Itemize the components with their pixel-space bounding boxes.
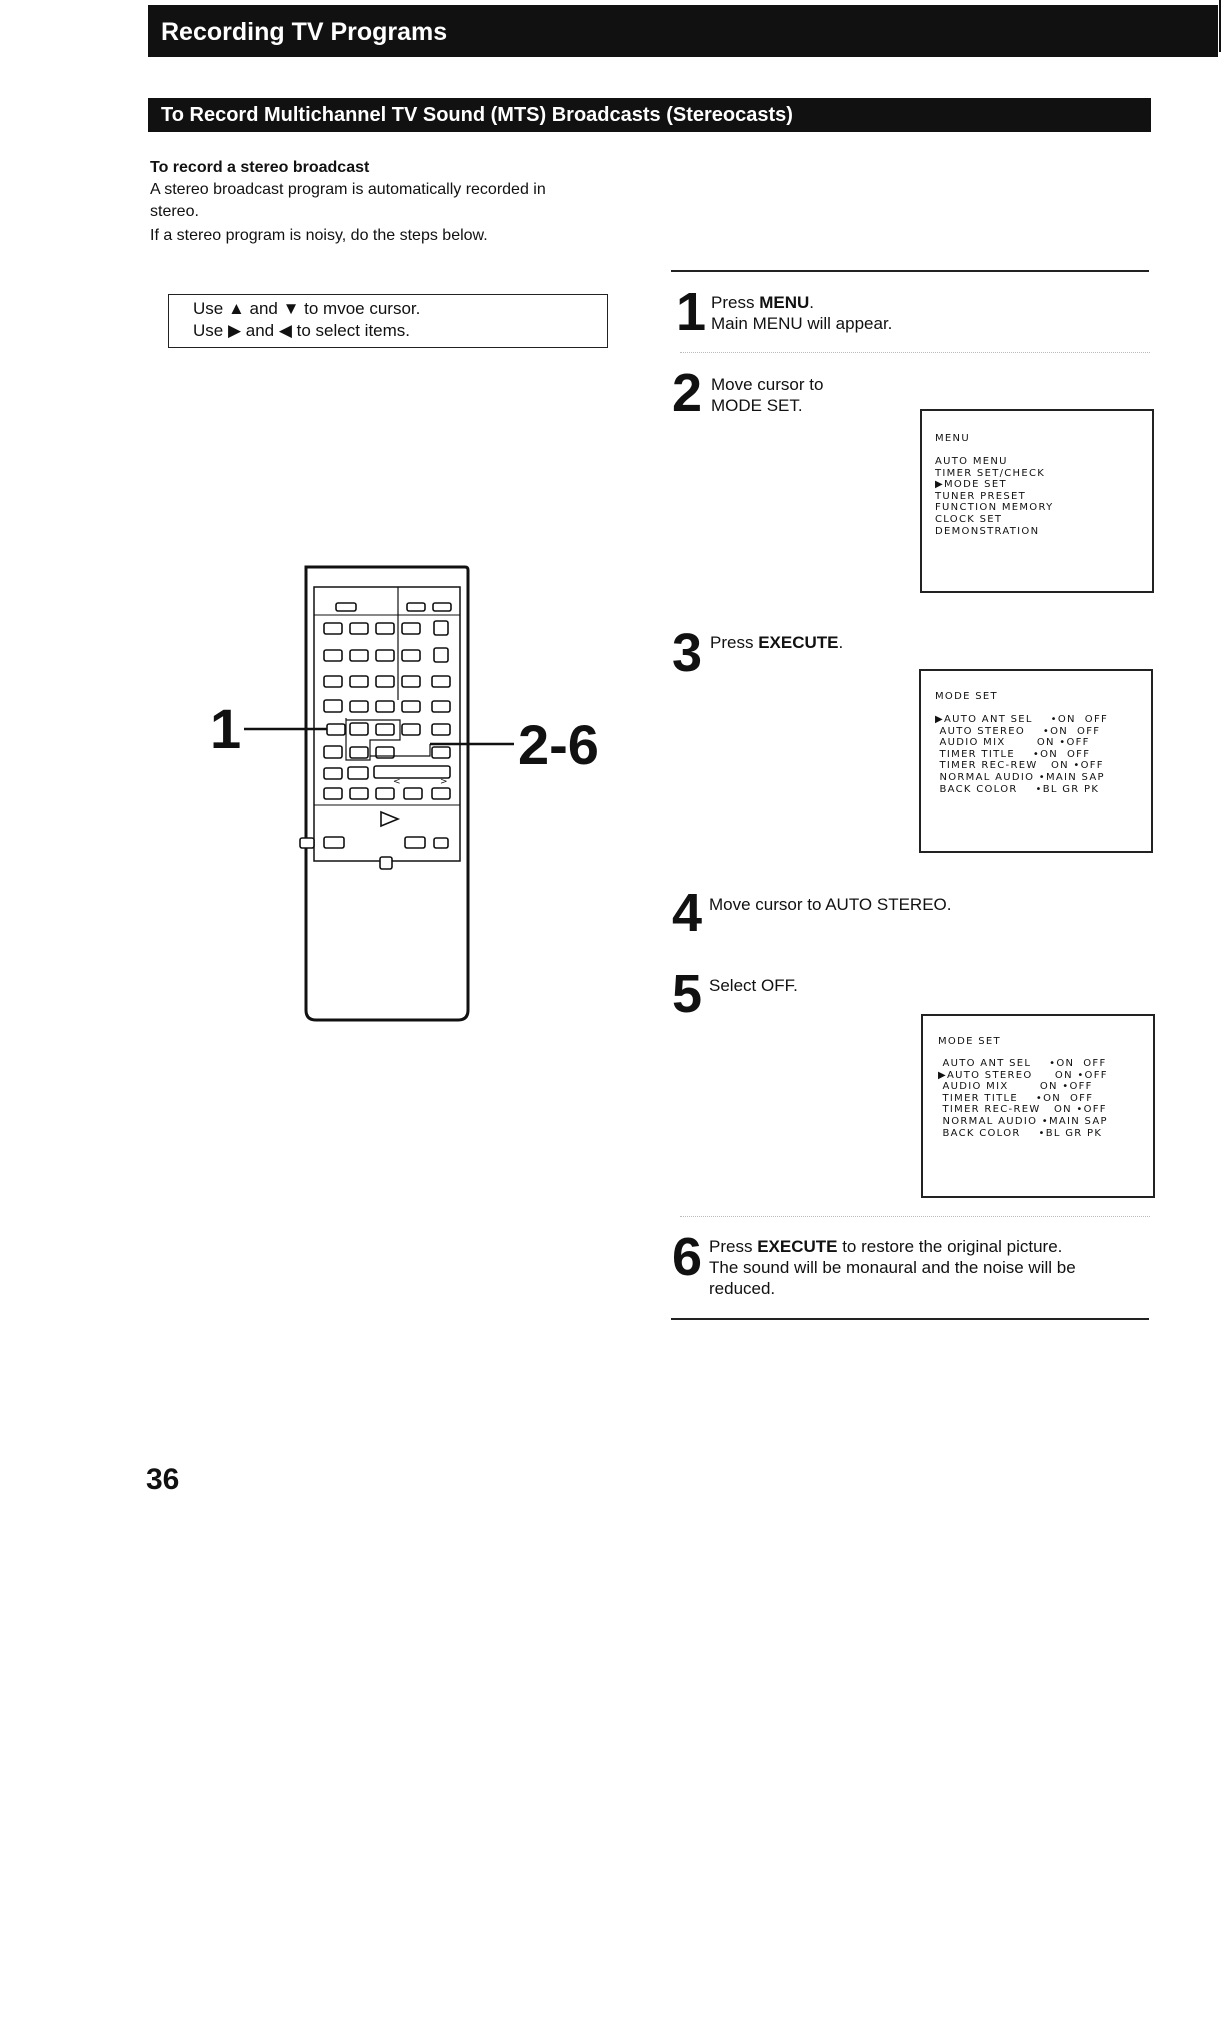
hint-line-1: Use ▲ and ▼ to mvoe cursor.	[193, 299, 421, 318]
step-5-text: Select OFF.	[709, 976, 798, 995]
menu-screen-items: AUTO MENU TIMER SET/CHECK ▶MODE SET TUNE…	[935, 456, 1054, 537]
page-number: 36	[146, 1463, 180, 1496]
remote-control-illustration: < >	[244, 565, 514, 1022]
step-4-number: 4	[672, 883, 703, 943]
mode-set-2-title: MODE SET	[938, 1036, 1001, 1047]
hint-line-2: Use ▶ and ◀ to select items.	[193, 321, 411, 340]
svg-text:>: >	[440, 777, 448, 787]
intro-line-2: stereo.	[150, 203, 199, 220]
chapter-header: Recording TV Programs	[148, 5, 1218, 57]
cursor-hint-box: Use ▲ and ▼ to mvoe cursor. Use ▶ and ◀ …	[168, 294, 608, 348]
menu-screen-title: MENU	[935, 433, 970, 444]
step-4-text: Move cursor to AUTO STEREO.	[709, 895, 952, 914]
step-divider	[680, 352, 1150, 353]
step-3-text: Press EXECUTE.	[710, 633, 844, 652]
intro-heading: To record a stereo broadcast	[150, 159, 370, 176]
menu-screen: MENU AUTO MENU TIMER SET/CHECK ▶MODE SET…	[920, 409, 1154, 593]
intro-line-1: A stereo broadcast program is automatica…	[150, 181, 546, 198]
step-5-number: 5	[672, 964, 703, 1024]
mode-set-2-items: AUTO ANT SEL •ON OFF ▶AUTO STEREO ON •OF…	[938, 1058, 1108, 1139]
page-edge-mark	[1219, 0, 1221, 52]
step-6-number: 6	[672, 1227, 703, 1287]
step-1-number: 1	[676, 282, 707, 342]
step-6-text: Press EXECUTE to restore the original pi…	[709, 1237, 1076, 1298]
mode-set-1-title: MODE SET	[935, 691, 998, 702]
step-2-text: Move cursor to MODE SET.	[711, 375, 824, 415]
step-divider	[680, 1216, 1150, 1217]
mode-set-screen-2: MODE SET AUTO ANT SEL •ON OFF ▶AUTO STER…	[921, 1014, 1155, 1198]
svg-text:<: <	[393, 777, 401, 787]
intro-line-3: If a stereo program is noisy, do the ste…	[150, 227, 488, 244]
callout-step-1: 1	[210, 697, 242, 760]
section-title: To Record Multichannel TV Sound (MTS) Br…	[161, 104, 793, 126]
chapter-title: Recording TV Programs	[161, 18, 448, 46]
step-1-text: Press MENU. Main MENU will appear.	[711, 293, 893, 333]
step-3-number: 3	[672, 623, 703, 683]
steps-top-rule	[671, 270, 1149, 272]
mode-set-1-items: ▶AUTO ANT SEL •ON OFF AUTO STEREO •ON OF…	[935, 714, 1109, 795]
step-2-number: 2	[672, 363, 703, 423]
mode-set-screen-1: MODE SET ▶AUTO ANT SEL •ON OFF AUTO STER…	[919, 669, 1153, 853]
steps-bottom-rule	[671, 1318, 1149, 1320]
callout-steps-2-6: 2-6	[518, 713, 599, 776]
section-header: To Record Multichannel TV Sound (MTS) Br…	[148, 98, 1151, 132]
